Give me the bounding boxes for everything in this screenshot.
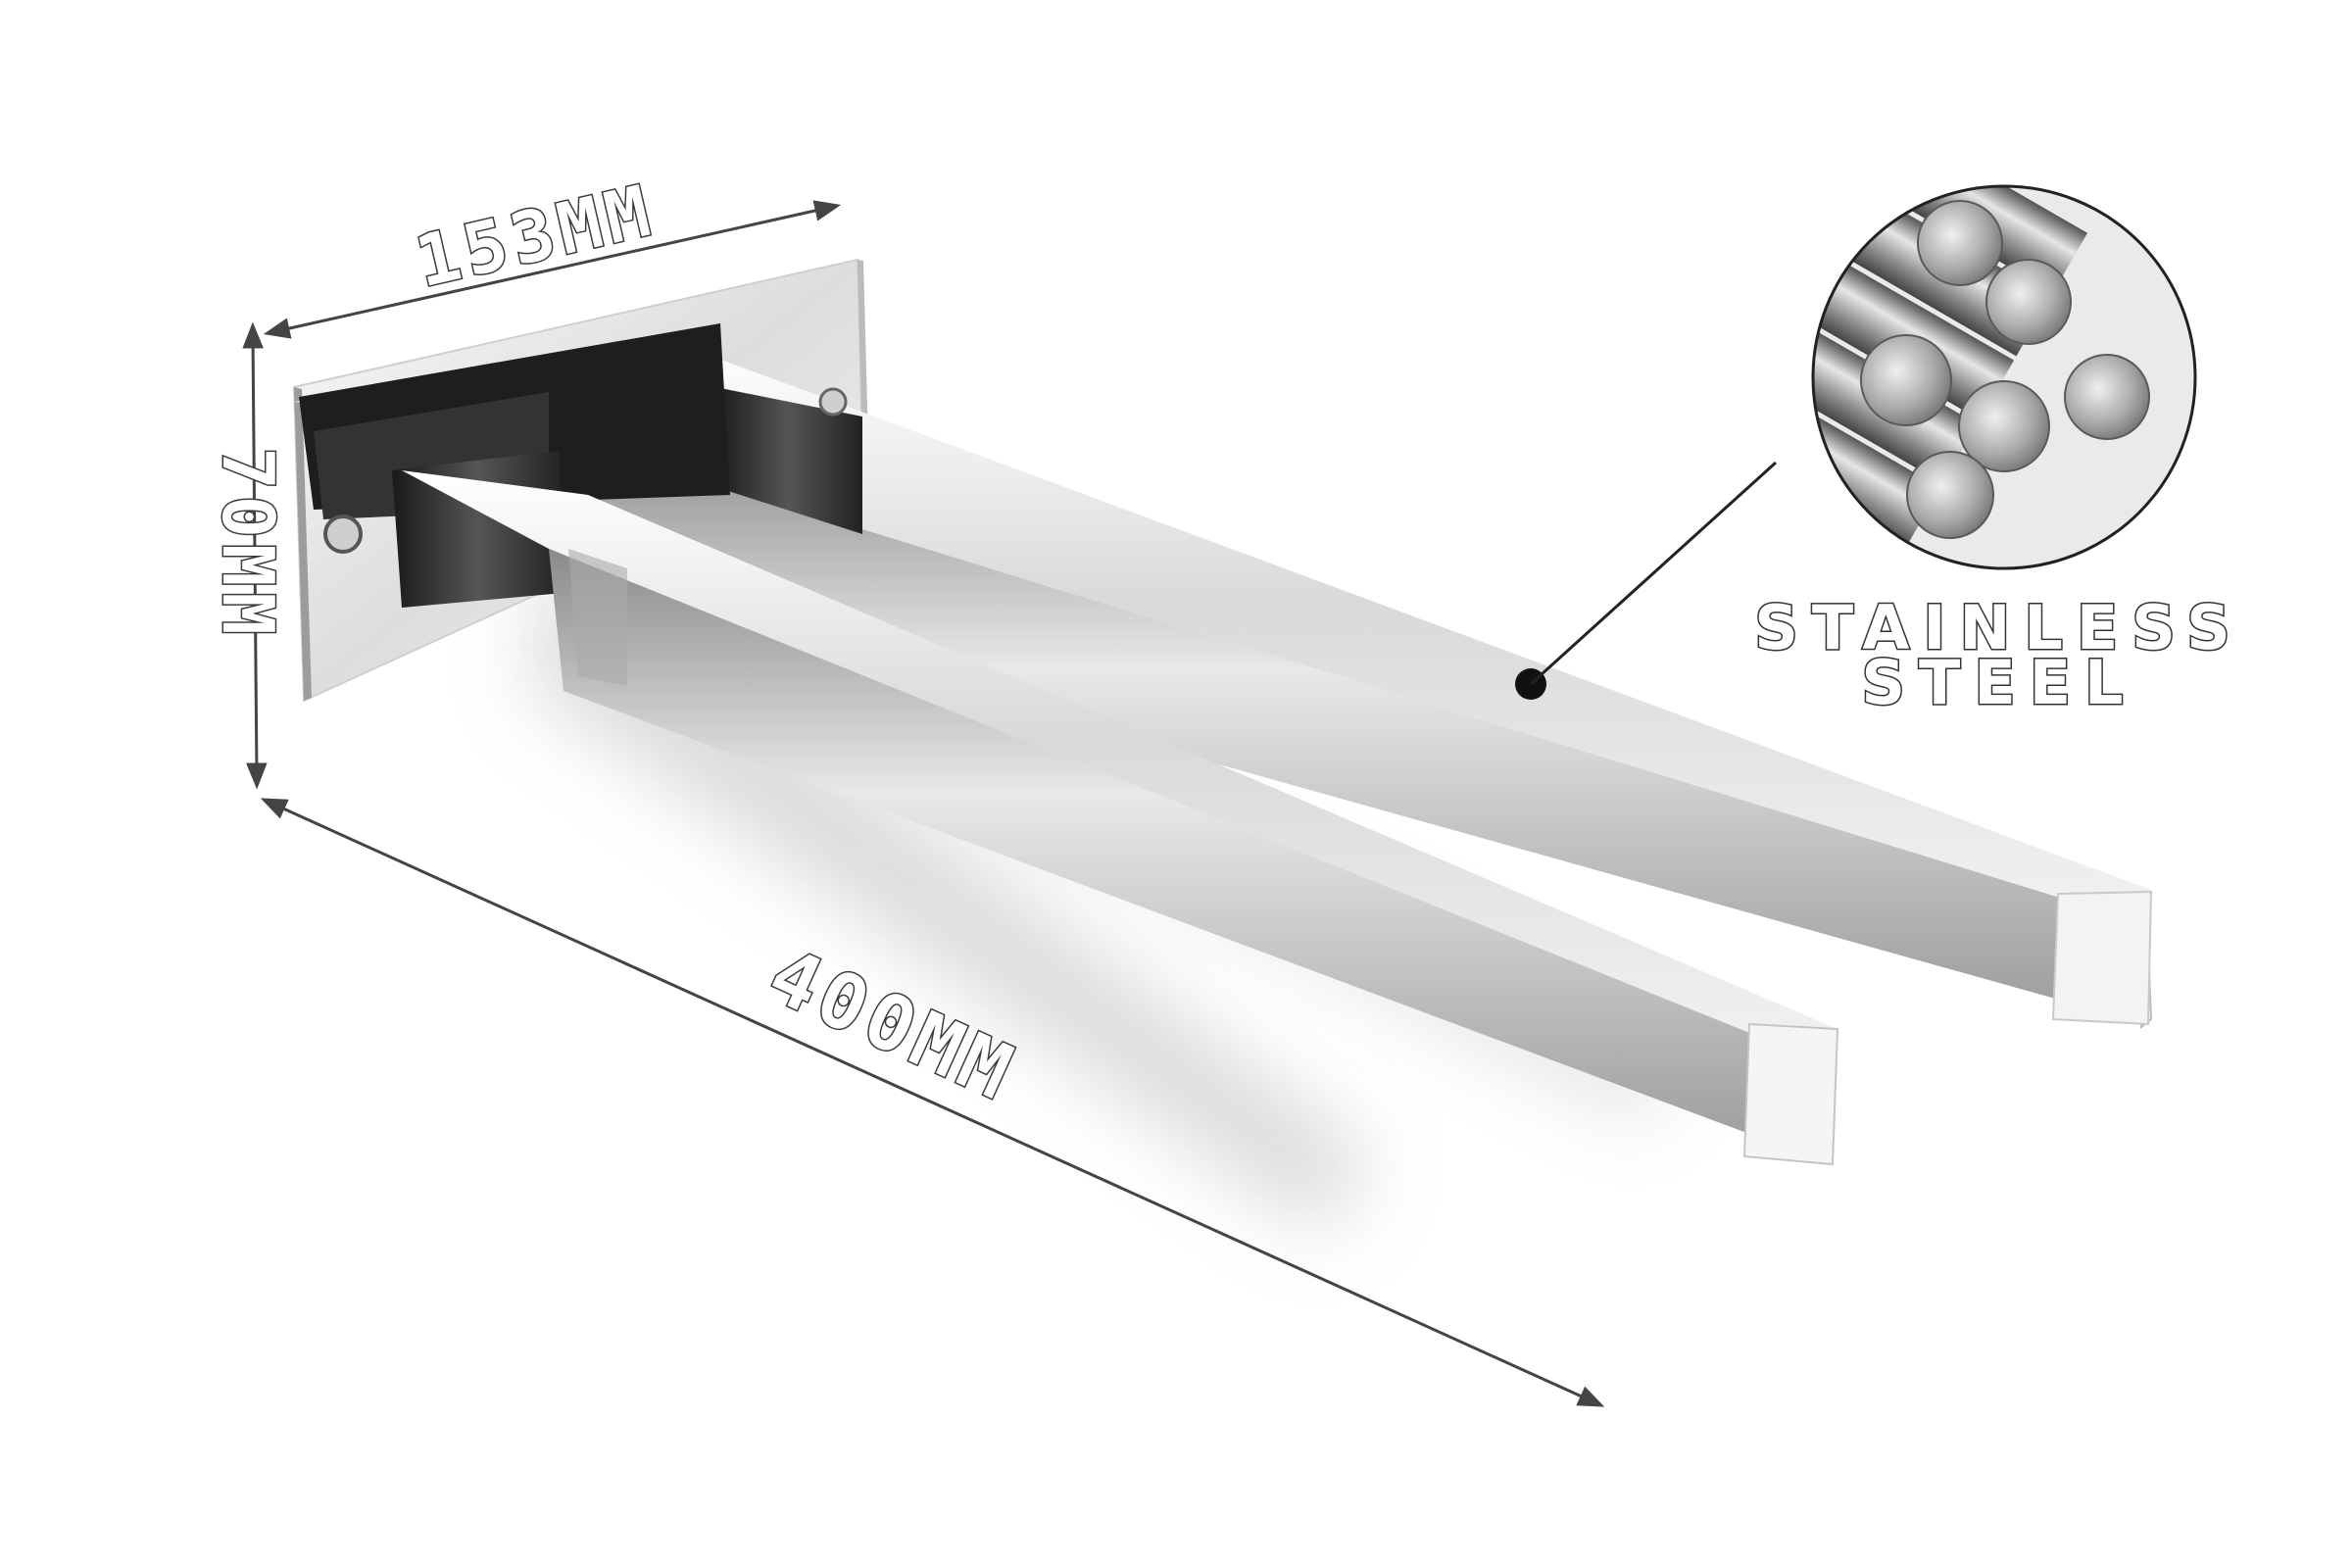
height-dimension-label: 70MM [207, 447, 289, 640]
material-callout-line [1529, 461, 1778, 686]
material-callout: STAINLESS STEEL [1515, 184, 2243, 720]
steel-rods-frame [1811, 184, 2197, 570]
length-dimension-arrow [260, 798, 1605, 1407]
screw-icon [818, 387, 848, 416]
material-label-line2: STEEL [1861, 647, 2136, 718]
dimension-arrows [242, 200, 1605, 1407]
width-dimension-arrow [263, 200, 842, 339]
width-dimension-label: 153MM [409, 169, 662, 303]
rear-towel-arm [294, 343, 2153, 1030]
height-dimension-arrow [242, 321, 268, 790]
steel-rods-image [1813, 186, 2195, 568]
material-label-line1: STAINLESS [1754, 592, 2243, 663]
screw-icon [323, 514, 363, 554]
